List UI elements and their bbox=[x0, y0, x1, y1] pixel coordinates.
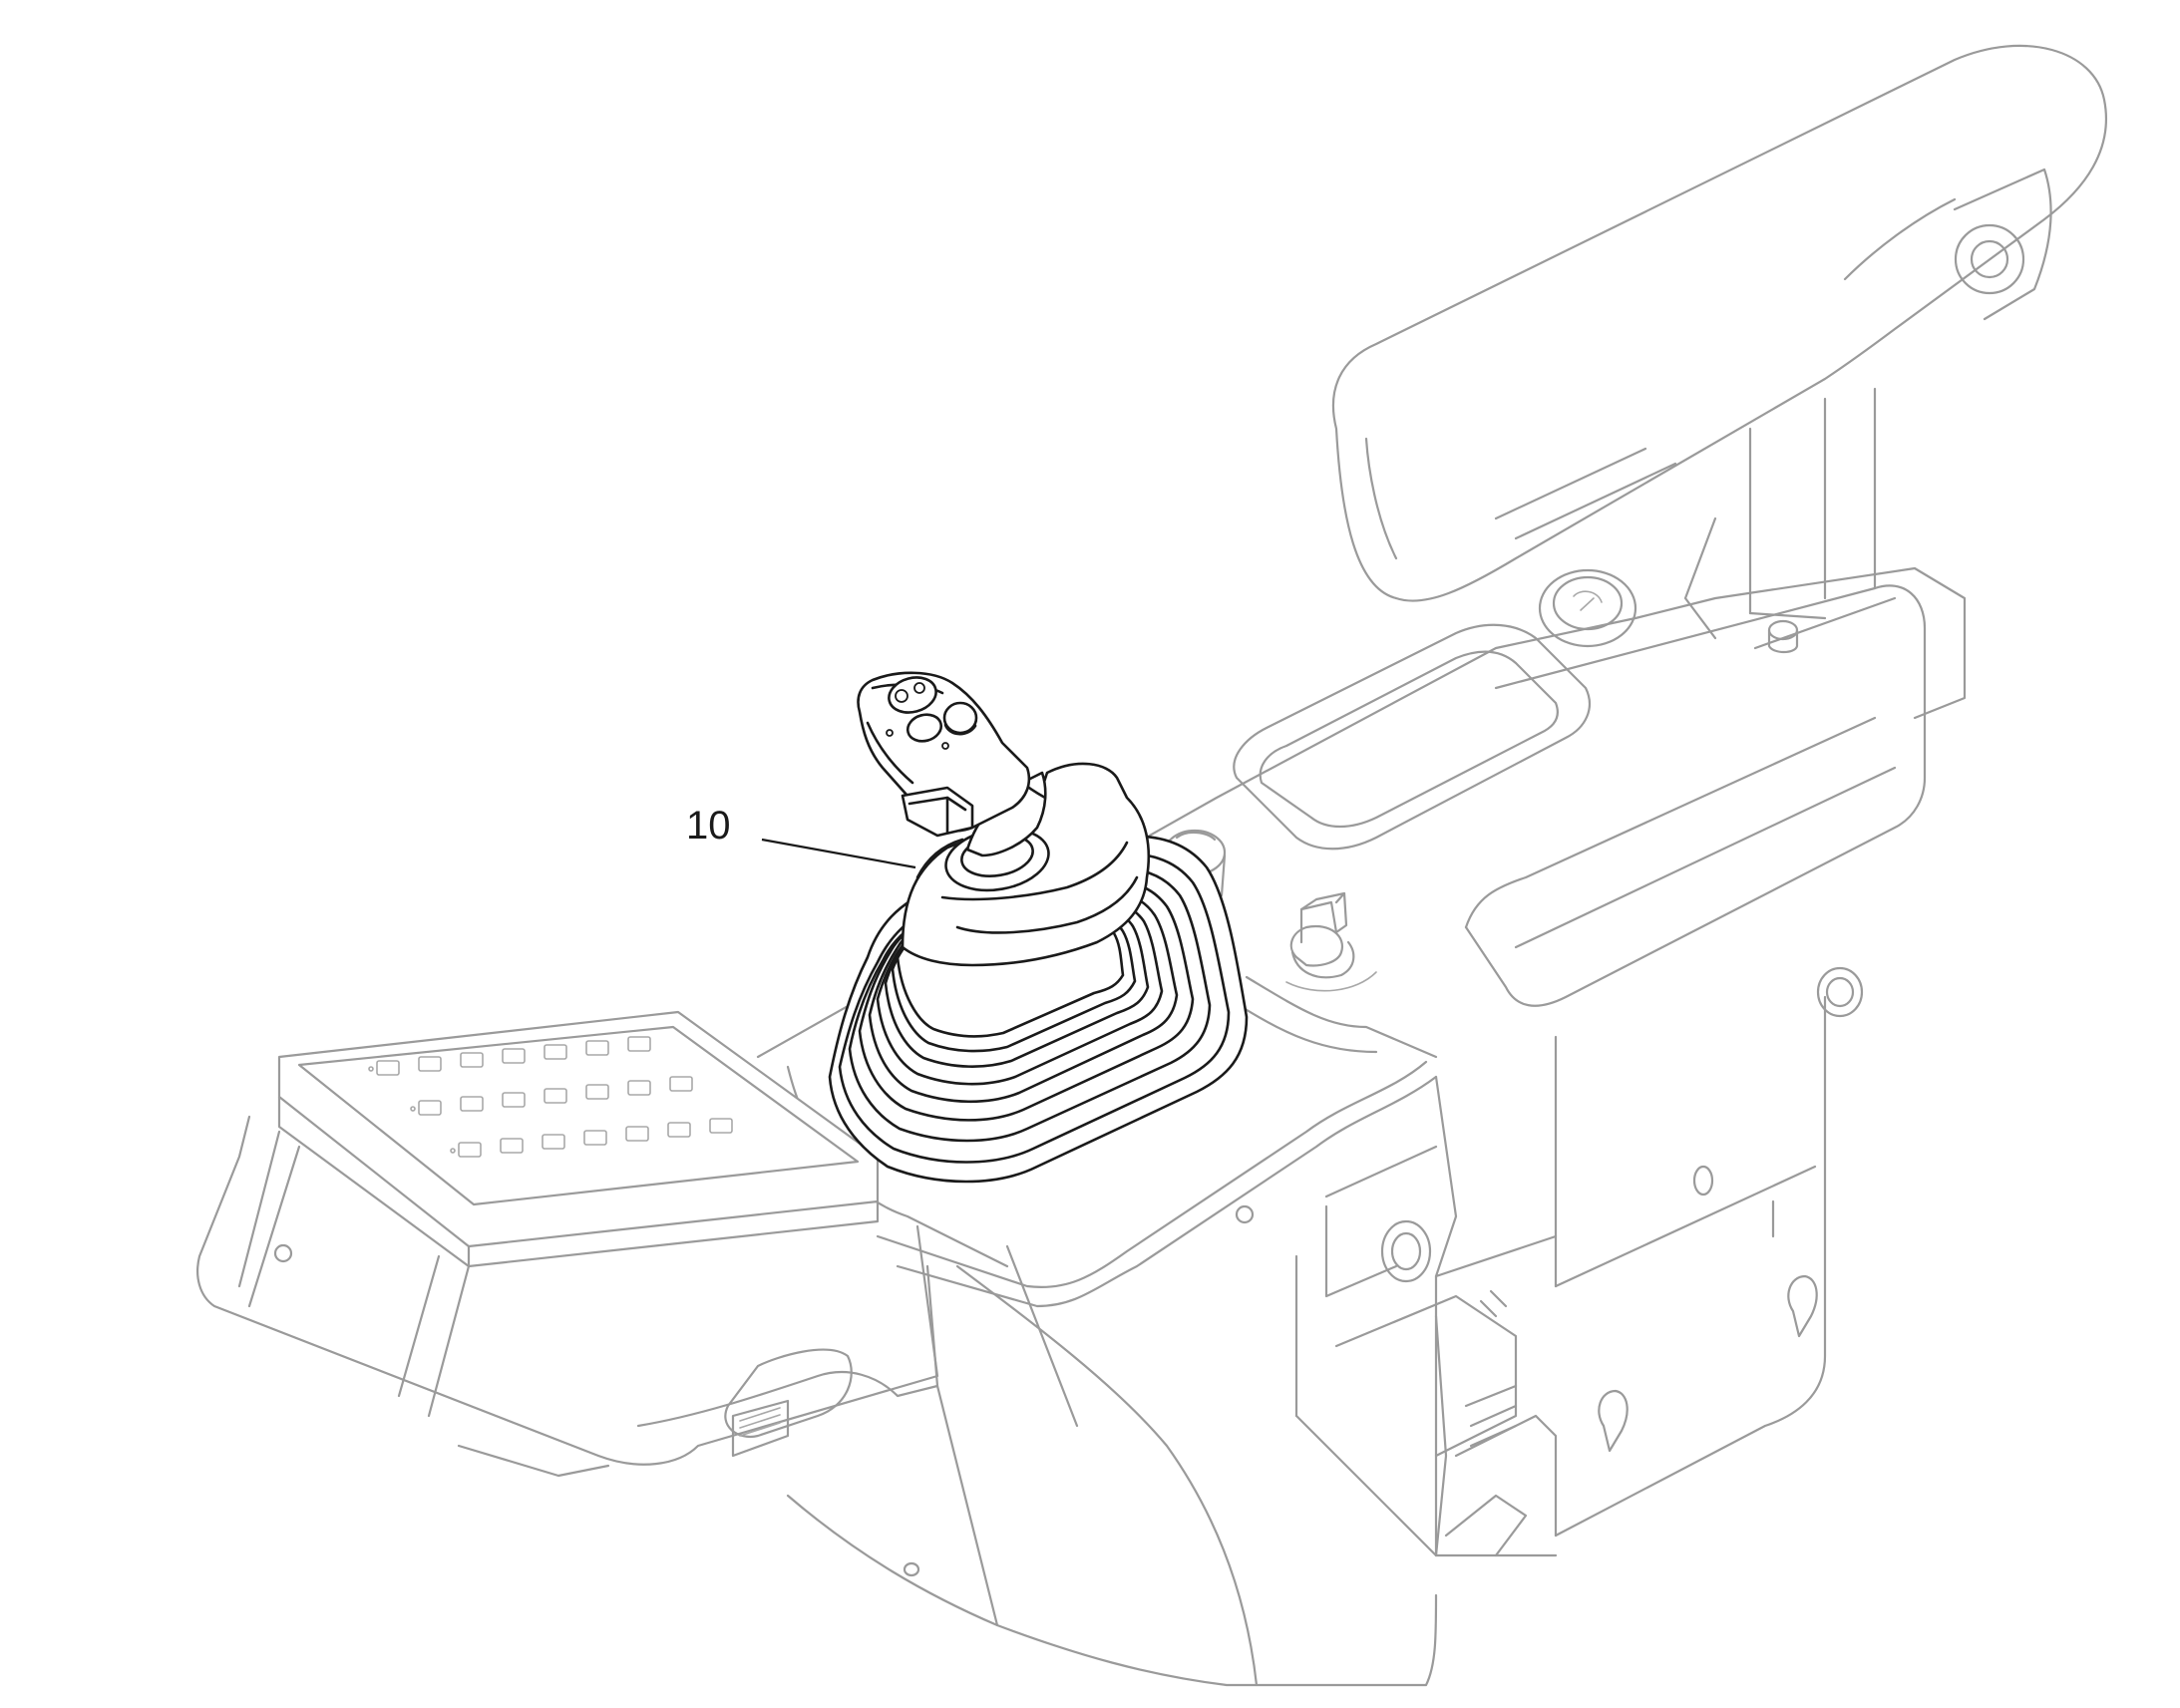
switch-row-2 bbox=[418, 1076, 693, 1116]
switch-row-3 bbox=[458, 1118, 733, 1158]
switch-panel bbox=[277, 1010, 880, 1268]
armrest bbox=[1331, 44, 2107, 654]
front-housing bbox=[196, 1115, 1438, 1687]
switch-indicators bbox=[368, 1066, 456, 1154]
callout-leader-line bbox=[761, 838, 916, 869]
console-body bbox=[756, 566, 1967, 1557]
switch-row-1 bbox=[376, 1036, 651, 1076]
callout-label-10: 10 bbox=[686, 804, 731, 848]
callout-10 bbox=[761, 838, 916, 869]
joystick-with-bellows bbox=[828, 671, 1249, 1184]
